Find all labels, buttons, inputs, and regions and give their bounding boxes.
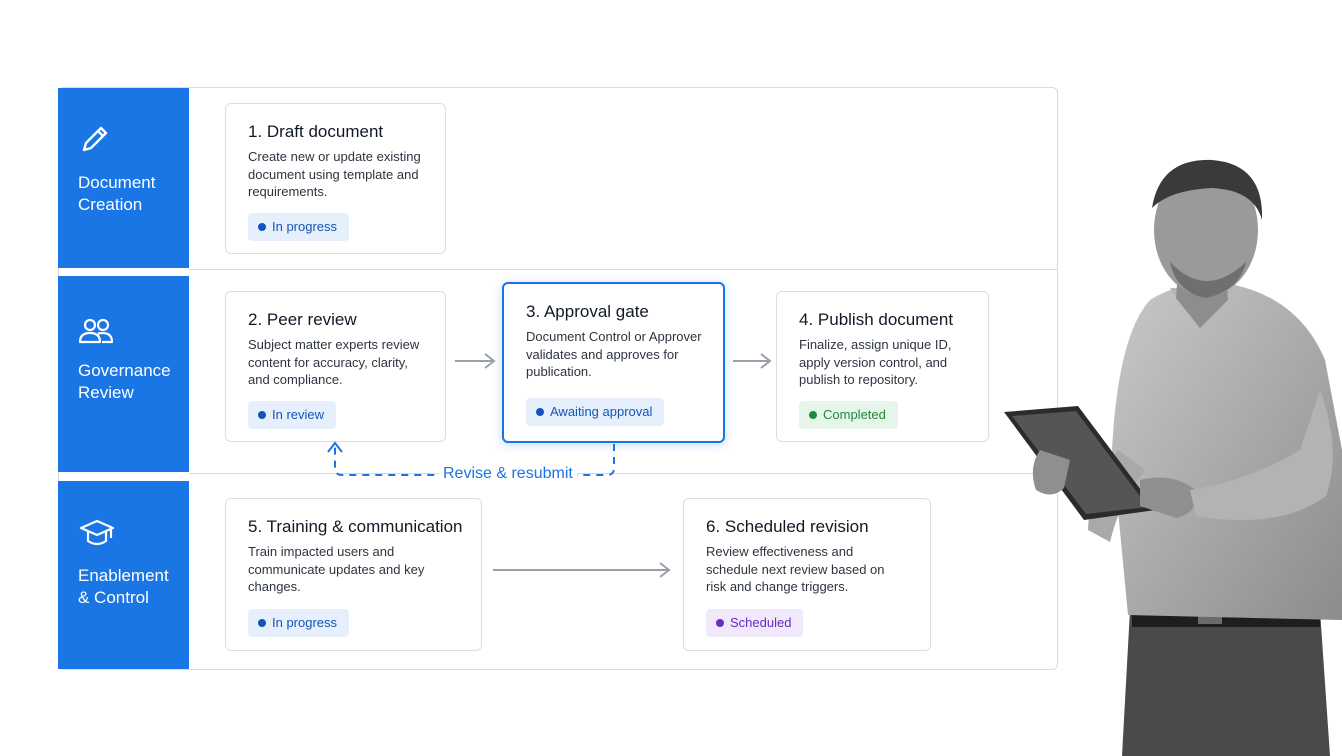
lane-header-enablement-control: Enablement & Control [58,481,189,669]
card-title: 6. Scheduled revision [706,517,869,536]
lane-header-document-creation: Document Creation [58,88,189,268]
status-badge: In progress [248,213,350,241]
step-card-peer-review[interactable]: 2. Peer review Subject matter experts re… [225,291,446,442]
lane-header-governance-review: Governance Review [58,276,189,472]
arrow-approval-to-publish [733,353,772,369]
card-description: Create new or update existing document u… [248,149,421,199]
step-card-scheduled-revision[interactable]: 6. Scheduled revision Review effectivene… [683,498,931,651]
status-badge: Awaiting approval [526,398,665,426]
card-title: 4. Publish document [799,310,954,329]
people-icon [78,318,114,344]
lane-divider [189,269,1058,270]
arrow-peer-to-approval [455,353,496,369]
card-title: 3. Approval gate [526,302,649,321]
lane-title: Enablement & Control [78,566,169,607]
graduation-cap-icon [79,519,115,546]
pencil-icon [82,126,108,152]
lane-title: Governance Review [78,361,171,402]
lane-title: Document Creation [78,173,156,214]
card-title: 1. Draft document [248,122,384,141]
card-title: 5. Training & communication [248,517,463,536]
step-card-publish-document[interactable]: 4. Publish document Finalize, assign uni… [776,291,989,442]
step-card-draft-document[interactable]: 1. Draft document Create new or update e… [225,103,446,254]
status-badge: In review [248,401,337,429]
card-description: Subject matter experts review content fo… [248,337,420,387]
status-badge: Scheduled [706,609,804,637]
status-badge: Completed [799,401,898,429]
person-with-tablet-illustration [1004,159,1342,756]
loop-arrowhead [327,441,343,453]
step-card-training-communication[interactable]: 5. Training & communication Train impact… [225,498,482,651]
card-title: 2. Peer review [248,310,357,329]
card-description: Train impacted users and communicate upd… [248,544,425,594]
revise-resubmit-label: Revise & resubmit [439,465,577,483]
arrow-training-to-revision [493,562,671,578]
lane-divider [189,473,1058,474]
card-description: Finalize, assign unique ID, apply versio… [799,337,952,387]
status-badge: In progress [248,609,350,637]
revise-resubmit-loop [334,444,615,476]
card-description: Document Control or Approver validates a… [526,329,702,379]
step-card-approval-gate[interactable]: 3. Approval gate Document Control or App… [502,282,725,443]
card-description: Review effectiveness and schedule next r… [706,544,885,594]
